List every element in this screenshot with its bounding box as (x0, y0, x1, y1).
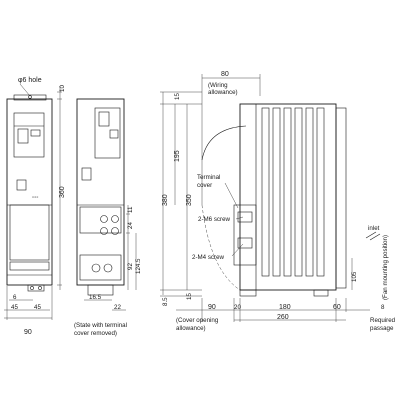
inlet-label: inlet (368, 225, 380, 232)
front-display-panel (13, 112, 45, 158)
front-logo: ◦◦◦ (32, 194, 39, 201)
mid-dim-11: 11 (127, 206, 134, 213)
mid-dim-124-5: 124.5 (135, 258, 142, 274)
m4-screw-label: 2-M4 screw (192, 254, 225, 261)
front-top-hole (28, 95, 32, 99)
middle-display-panel (94, 107, 121, 159)
inlet-arrow (365, 231, 381, 241)
front-dim-90: 90 (24, 329, 32, 336)
required-passage-label-1: Required (370, 317, 396, 324)
hole-label: φ6 hole (18, 77, 42, 84)
side-dim-20: 20 (234, 304, 241, 311)
front-lower-cover (9, 204, 50, 261)
front-dim-10: 10 (59, 85, 66, 92)
side-dim-260: 260 (277, 314, 289, 321)
front-dim-360: 360 (59, 186, 66, 198)
mid-dim-22: 22 (114, 304, 121, 311)
side-dim-80: 80 (221, 71, 229, 78)
side-dim-380: 380 (162, 194, 169, 206)
side-dim-60: 60 (333, 304, 341, 311)
front-keypad (17, 128, 29, 144)
state-note-line2: cover removed) (74, 330, 117, 337)
side-dim-90: 90 (208, 304, 216, 311)
side-dim-8: 8 (381, 304, 385, 311)
front-dim-45-right: 45 (34, 304, 41, 311)
state-note-line1: (State with terminal (74, 322, 127, 329)
cover-opening-label-2: allowance) (176, 325, 206, 332)
mid-dim-92: 92 (127, 263, 134, 270)
middle-terminal-block-lower (79, 254, 122, 281)
side-dim-15-bot: 15 (186, 293, 193, 300)
side-dim-180: 180 (279, 304, 291, 311)
mid-dim-24: 24 (127, 222, 134, 229)
front-view: ◦◦◦ φ6 hole 10 360 6 45 45 90 (4, 77, 66, 336)
front-dim-6: 6 (13, 294, 17, 301)
front-top-mount (13, 94, 47, 101)
front-dim-45-left: 45 (11, 304, 18, 311)
cover-opening-arc (201, 204, 241, 291)
fan-position-label: (Fan mounting position) (382, 235, 389, 300)
cable (201, 125, 247, 161)
wiring-label-1: (Wiring (208, 82, 228, 89)
side-dim-8-5: 8.5 (162, 297, 169, 306)
middle-view-body (76, 98, 125, 286)
required-passage-label-2: passage (370, 325, 394, 332)
side-dim-15-top: 15 (174, 93, 181, 100)
terminal-cover-label-2: cover (197, 182, 212, 189)
cover-removed-view: 11 24 92 124.5 16.5 22 (State with termi… (74, 98, 142, 337)
m6-screw-label: 2-M6 screw (198, 216, 231, 223)
front-bottom-terminal (27, 284, 45, 292)
side-view-body (239, 103, 337, 291)
mid-dim-16-5: 16.5 (89, 294, 102, 301)
wiring-label-2: allowance) (208, 89, 238, 96)
terminal-cover-label-1: Terminal (197, 174, 220, 181)
side-dim-350: 350 (186, 194, 193, 206)
terminal-cover (233, 204, 257, 266)
side-view: 80 (Wiring allowance) 15 195 380 350 8.5… (160, 71, 396, 332)
cover-opening-label-1: (Cover opening (176, 317, 219, 324)
side-dim-195: 195 (174, 150, 181, 162)
heatsink-fins (261, 107, 325, 277)
middle-terminal-block-upper (79, 206, 122, 234)
side-dim-105: 105 (351, 271, 358, 282)
front-connector (16, 179, 27, 191)
heatsink-back (335, 107, 347, 289)
